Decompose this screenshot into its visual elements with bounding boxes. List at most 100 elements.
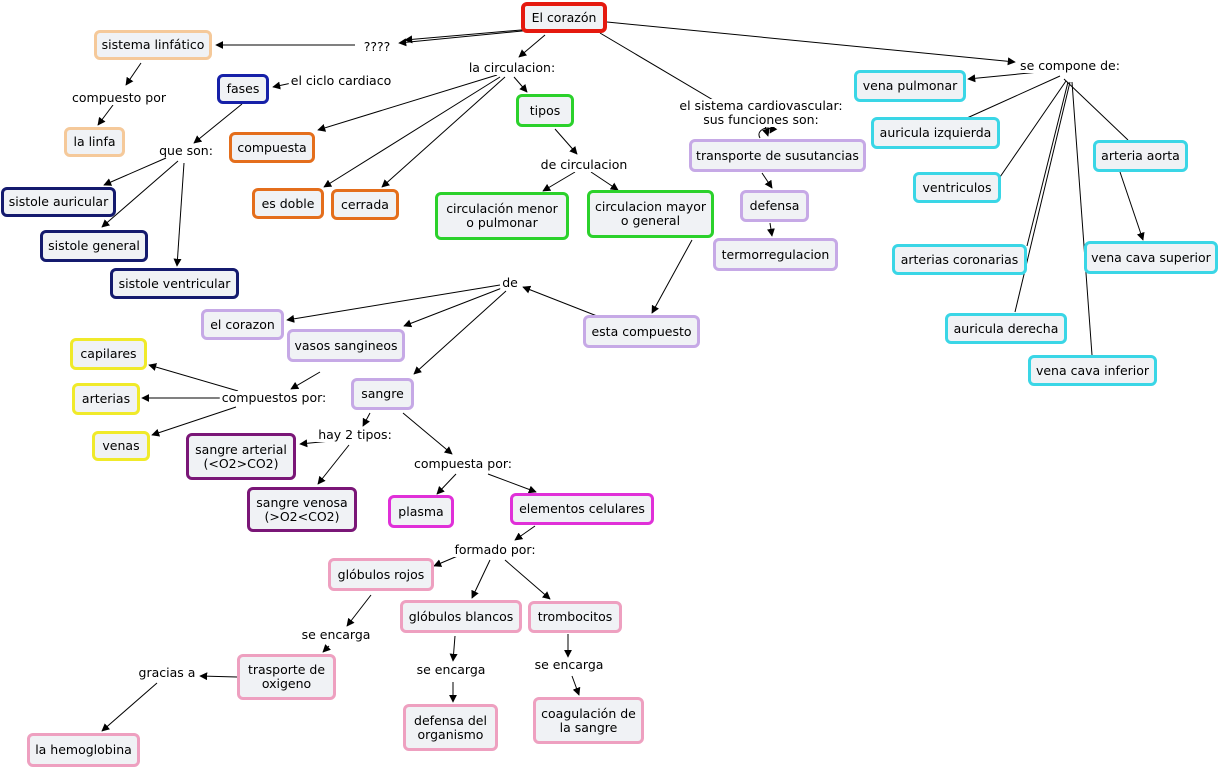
node-arterias[interactable]: arterias — [72, 383, 140, 415]
node-tipos[interactable]: tipos — [516, 94, 574, 127]
phrase-gracias-a: gracias a — [136, 665, 198, 680]
link-line-46 — [514, 525, 536, 541]
phrase-de-circulacion: de circulacion — [538, 157, 630, 172]
node-circulacion-mayor[interactable]: circulacion mayor o general — [587, 190, 714, 238]
phrase-formado-por: formado por: — [452, 542, 538, 557]
phrase-se-compone-de: se compone de: — [1018, 58, 1122, 73]
link-line-35 — [1119, 171, 1145, 241]
link-line-57 — [571, 675, 581, 696]
node-sangre[interactable]: sangre — [351, 378, 414, 410]
link-line-15 — [381, 76, 506, 188]
node-cerrada[interactable]: cerrada — [331, 189, 399, 220]
node-compuesta[interactable]: compuesta — [229, 132, 315, 163]
link-line-21 — [761, 172, 773, 189]
node-sistole-general[interactable]: sistole general — [40, 230, 148, 262]
node-elementos-celulares[interactable]: elementos celulares — [510, 493, 654, 525]
node-arteria-aorta[interactable]: arteria aorta — [1093, 140, 1188, 172]
link-line-14 — [323, 76, 501, 188]
phrase-compuestos-por: compuestos por: — [219, 390, 329, 405]
node-la-hemoglobina[interactable]: la hemoglobina — [27, 733, 140, 767]
link-line-17 — [554, 128, 578, 155]
link-loop — [758, 124, 778, 139]
link-line-44 — [436, 473, 457, 495]
node-la-linfa[interactable]: la linfa — [64, 127, 125, 157]
link-line-22 — [766, 222, 775, 237]
link-line-5 — [606, 21, 1016, 66]
phrase-sistema-cardiovascular: el sistema cardiovascular: sus funciones… — [677, 98, 845, 127]
phrase-se-encarga-blancos: se encarga — [414, 662, 488, 677]
link-line-52 — [199, 672, 238, 681]
node-sistema-linfatico[interactable]: sistema linfático — [94, 30, 212, 60]
phrase-se-encarga-trombocitos: se encarga — [532, 657, 606, 672]
node-globulos-rojos[interactable]: glóbulos rojos — [328, 558, 434, 591]
link-line-6 — [125, 62, 142, 86]
node-transporte-de-sustancias[interactable]: transporte de susutancias — [689, 139, 866, 172]
node-vena-pulmonar[interactable]: vena pulmonar — [854, 70, 966, 102]
node-plasma[interactable]: plasma — [388, 495, 454, 528]
node-ventriculos[interactable]: ventriculos — [913, 172, 1001, 203]
link-line-25 — [286, 284, 501, 323]
link-line-12 — [173, 162, 185, 267]
phrase-que-son: que son: — [157, 143, 215, 158]
link-line-54 — [449, 635, 458, 662]
link-line-51 — [322, 644, 331, 653]
node-es-doble[interactable]: es doble — [252, 188, 324, 219]
phrase-hay-2-tipos: hay 2 tipos: — [316, 427, 394, 442]
node-arterias-coronarias[interactable]: arterias coronarias — [892, 244, 1027, 275]
link-line-30 — [1063, 78, 1129, 141]
node-circulacion-menor[interactable]: circulación menor o pulmonar — [435, 192, 569, 240]
link-line-10 — [103, 157, 167, 186]
link-line-32 — [1026, 81, 1069, 247]
node-termorregulacion[interactable]: termorregulacion — [713, 238, 838, 271]
node-defensa[interactable]: defensa — [740, 190, 809, 222]
link-line-24 — [522, 285, 598, 317]
node-defensa-del-organismo[interactable]: defensa del organismo — [403, 704, 498, 751]
node-sistole-auricular[interactable]: sistole auricular — [1, 187, 116, 217]
node-auricula-derecha[interactable]: auricula derecha — [945, 313, 1067, 344]
link-line-29 — [966, 75, 1061, 119]
link-line-27 — [413, 290, 507, 375]
node-el-corazon[interactable]: El corazón — [521, 2, 607, 33]
link-line-26 — [403, 287, 503, 328]
link-line-3 — [518, 34, 546, 58]
link-line-36 — [290, 371, 321, 390]
phrase-compuesto-por: compuesto por — [69, 90, 169, 105]
phrase-la-circulacion: la circulacion: — [466, 60, 558, 75]
link-line-43 — [402, 412, 453, 455]
node-vena-cava-superior[interactable]: vena cava superior — [1084, 241, 1218, 274]
link-line-42 — [317, 444, 350, 485]
link-line-45 — [487, 473, 537, 494]
link-line-33 — [1014, 81, 1071, 313]
node-sangre-arterial[interactable]: sangre arterial (<O2>CO2) — [186, 433, 296, 480]
link-line-53 — [101, 682, 158, 732]
node-trombocitos[interactable]: trombocitos — [528, 601, 622, 633]
link-line-50 — [346, 594, 372, 627]
node-fases[interactable]: fases — [217, 74, 269, 104]
node-sistole-ventricular[interactable]: sistole ventricular — [110, 268, 239, 299]
link-line-49 — [504, 559, 551, 600]
link-line-18 — [542, 171, 576, 192]
link-line-31 — [999, 80, 1067, 178]
link-line-37 — [148, 363, 239, 392]
node-vena-cava-inferior[interactable]: vena cava inferior — [1028, 355, 1157, 386]
phrase-se-encarga-rojos: se encarga — [299, 627, 373, 642]
node-esta-compuesto[interactable]: esta compuesto — [583, 315, 700, 348]
link-line-19 — [590, 171, 619, 191]
node-coagulacion-de-la-sangre[interactable]: coagulación de la sangre — [533, 697, 644, 744]
link-line-9 — [193, 103, 243, 144]
link-line-11 — [101, 160, 179, 228]
node-venas[interactable]: venas — [92, 431, 150, 461]
phrase-de: de — [500, 275, 520, 290]
node-trasporte-de-oxigeno[interactable]: trasporte de oxigeno — [237, 654, 336, 700]
node-auricula-izquierda[interactable]: auricula izquierda — [871, 117, 1000, 149]
node-capilares[interactable]: capilares — [70, 338, 147, 370]
node-globulos-blancos[interactable]: glóbulos blancos — [400, 600, 522, 633]
node-el-corazon-sub[interactable]: el corazon — [201, 309, 284, 340]
phrase-el-ciclo-cardiaco: el ciclo cardiaco — [288, 73, 394, 88]
link-line-34 — [1071, 81, 1093, 356]
node-vasos-sangineos[interactable]: vasos sangineos — [287, 329, 405, 362]
node-sangre-venosa[interactable]: sangre venosa (>O2<CO2) — [247, 487, 357, 532]
phrase-question-marks: ???? — [361, 39, 393, 54]
